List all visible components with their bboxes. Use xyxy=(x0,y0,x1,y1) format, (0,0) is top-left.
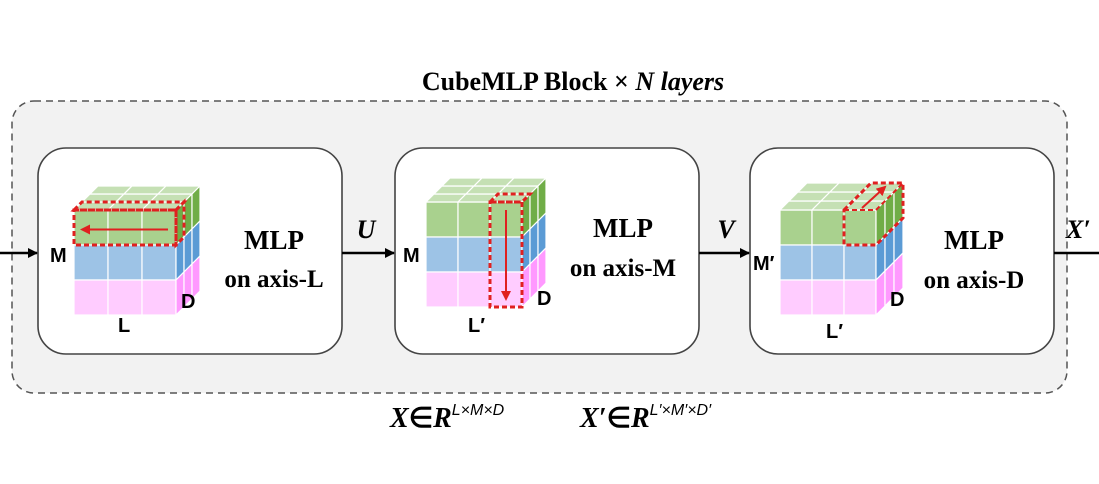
cube-front-cell xyxy=(811,279,845,316)
block3-mlp: MLP xyxy=(944,225,1004,255)
cube3-label-l: L′ xyxy=(826,321,843,343)
highlight-column-top xyxy=(486,192,534,204)
cube-front-cell xyxy=(141,209,177,246)
highlight-depth-edge xyxy=(875,182,904,211)
cube-front-cell xyxy=(457,201,491,238)
cube-front-cell xyxy=(107,279,143,316)
cube2-label-d: D xyxy=(537,288,551,310)
cube1-label-l: L xyxy=(118,315,130,337)
cube-front-cell xyxy=(425,271,459,308)
cube3-label-m: M′ xyxy=(753,253,775,275)
highlight-depth xyxy=(842,181,905,247)
cube-front-cell xyxy=(779,279,813,316)
block-title-main: CubeMLP Block × xyxy=(422,67,629,96)
cube-front-cell xyxy=(107,244,143,281)
highlight-row xyxy=(72,208,178,247)
cube-front-cell xyxy=(141,244,177,281)
cube-front-cell xyxy=(107,209,143,246)
cube3-label-d: D xyxy=(890,289,904,311)
label-u: U xyxy=(357,215,377,244)
formula-input-var: X xyxy=(389,403,410,434)
cube-front-cell xyxy=(843,279,877,316)
block-title-n: N xyxy=(634,67,655,96)
cube-axis-l xyxy=(70,184,202,317)
cube-front-cell xyxy=(843,209,877,246)
cube2-label-l: L′ xyxy=(468,315,485,337)
cube-front-cell xyxy=(811,244,845,281)
block1-mlp: MLP xyxy=(244,225,304,255)
cube-front-cell xyxy=(779,209,813,246)
cube-front-cell xyxy=(73,209,109,246)
cube-front-cell xyxy=(457,236,491,273)
formula-input-space: R xyxy=(432,403,452,434)
block-title-layers: layers xyxy=(661,67,725,96)
cube-side-cell xyxy=(893,251,904,299)
cube1-label-m: M xyxy=(50,245,67,267)
cube1-label-d: D xyxy=(181,291,195,313)
cube2-label-m: M xyxy=(403,245,420,267)
cube-axis-d xyxy=(778,181,905,317)
formula-output-exp: L′×M′×D′ xyxy=(650,402,712,419)
highlight-column xyxy=(488,200,524,309)
cube-front-cell xyxy=(73,244,109,281)
cube-front-cell xyxy=(457,271,491,308)
cube-front-cell xyxy=(141,279,177,316)
cube-front-cell xyxy=(73,279,109,316)
label-v: V xyxy=(717,215,737,244)
formula-input-exp: L×M×D xyxy=(452,402,505,419)
cube-front-cell xyxy=(811,209,845,246)
formula-input: X∈RL×M×D xyxy=(389,402,505,434)
formula-output-space: R xyxy=(630,403,650,434)
cube-front-cell xyxy=(425,201,459,238)
block-title: CubeMLP Block × N layers xyxy=(422,67,724,96)
block2-axis: on axis-M xyxy=(570,255,676,282)
formula-output-in: ∈ xyxy=(607,403,631,434)
cube-front-cell xyxy=(425,236,459,273)
cube-side-cell xyxy=(537,246,547,293)
formula-output-var: X′ xyxy=(579,403,607,434)
block2-mlp: MLP xyxy=(593,213,653,243)
label-x-prime: X′ xyxy=(1065,215,1091,244)
formula-input-in: ∈ xyxy=(409,403,433,434)
cube-front-cell xyxy=(843,244,877,281)
block1-axis: on axis-L xyxy=(224,266,323,293)
cube-axis-m xyxy=(424,176,548,309)
block3-axis: on axis-D xyxy=(924,267,1025,294)
formula-output: X′∈RL′×M′×D′ xyxy=(579,402,712,434)
cube-front-cell xyxy=(779,244,813,281)
axis-d-arrow xyxy=(861,185,887,209)
cube-side-cell xyxy=(191,254,201,301)
